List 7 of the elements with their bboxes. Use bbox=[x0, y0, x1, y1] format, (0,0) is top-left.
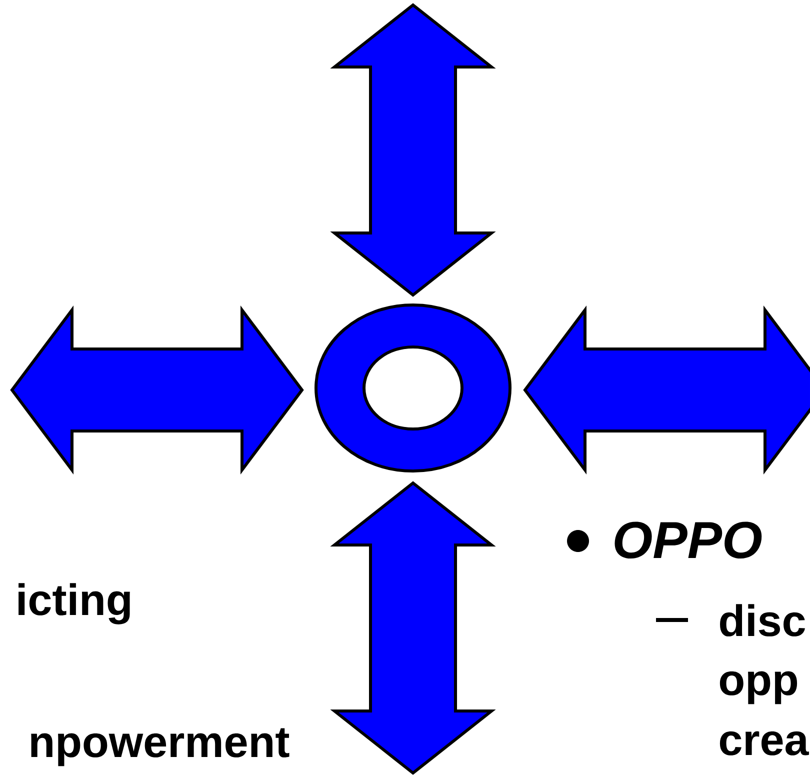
label-text: crea bbox=[720, 731, 809, 756]
label-text: npowerment bbox=[31, 728, 290, 766]
label-text: icting bbox=[18, 583, 130, 624]
label-text: OPPO bbox=[614, 522, 762, 558]
ring bbox=[314, 304, 512, 472]
label-text: disc bbox=[720, 604, 805, 636]
label-text: opp bbox=[720, 671, 798, 704]
